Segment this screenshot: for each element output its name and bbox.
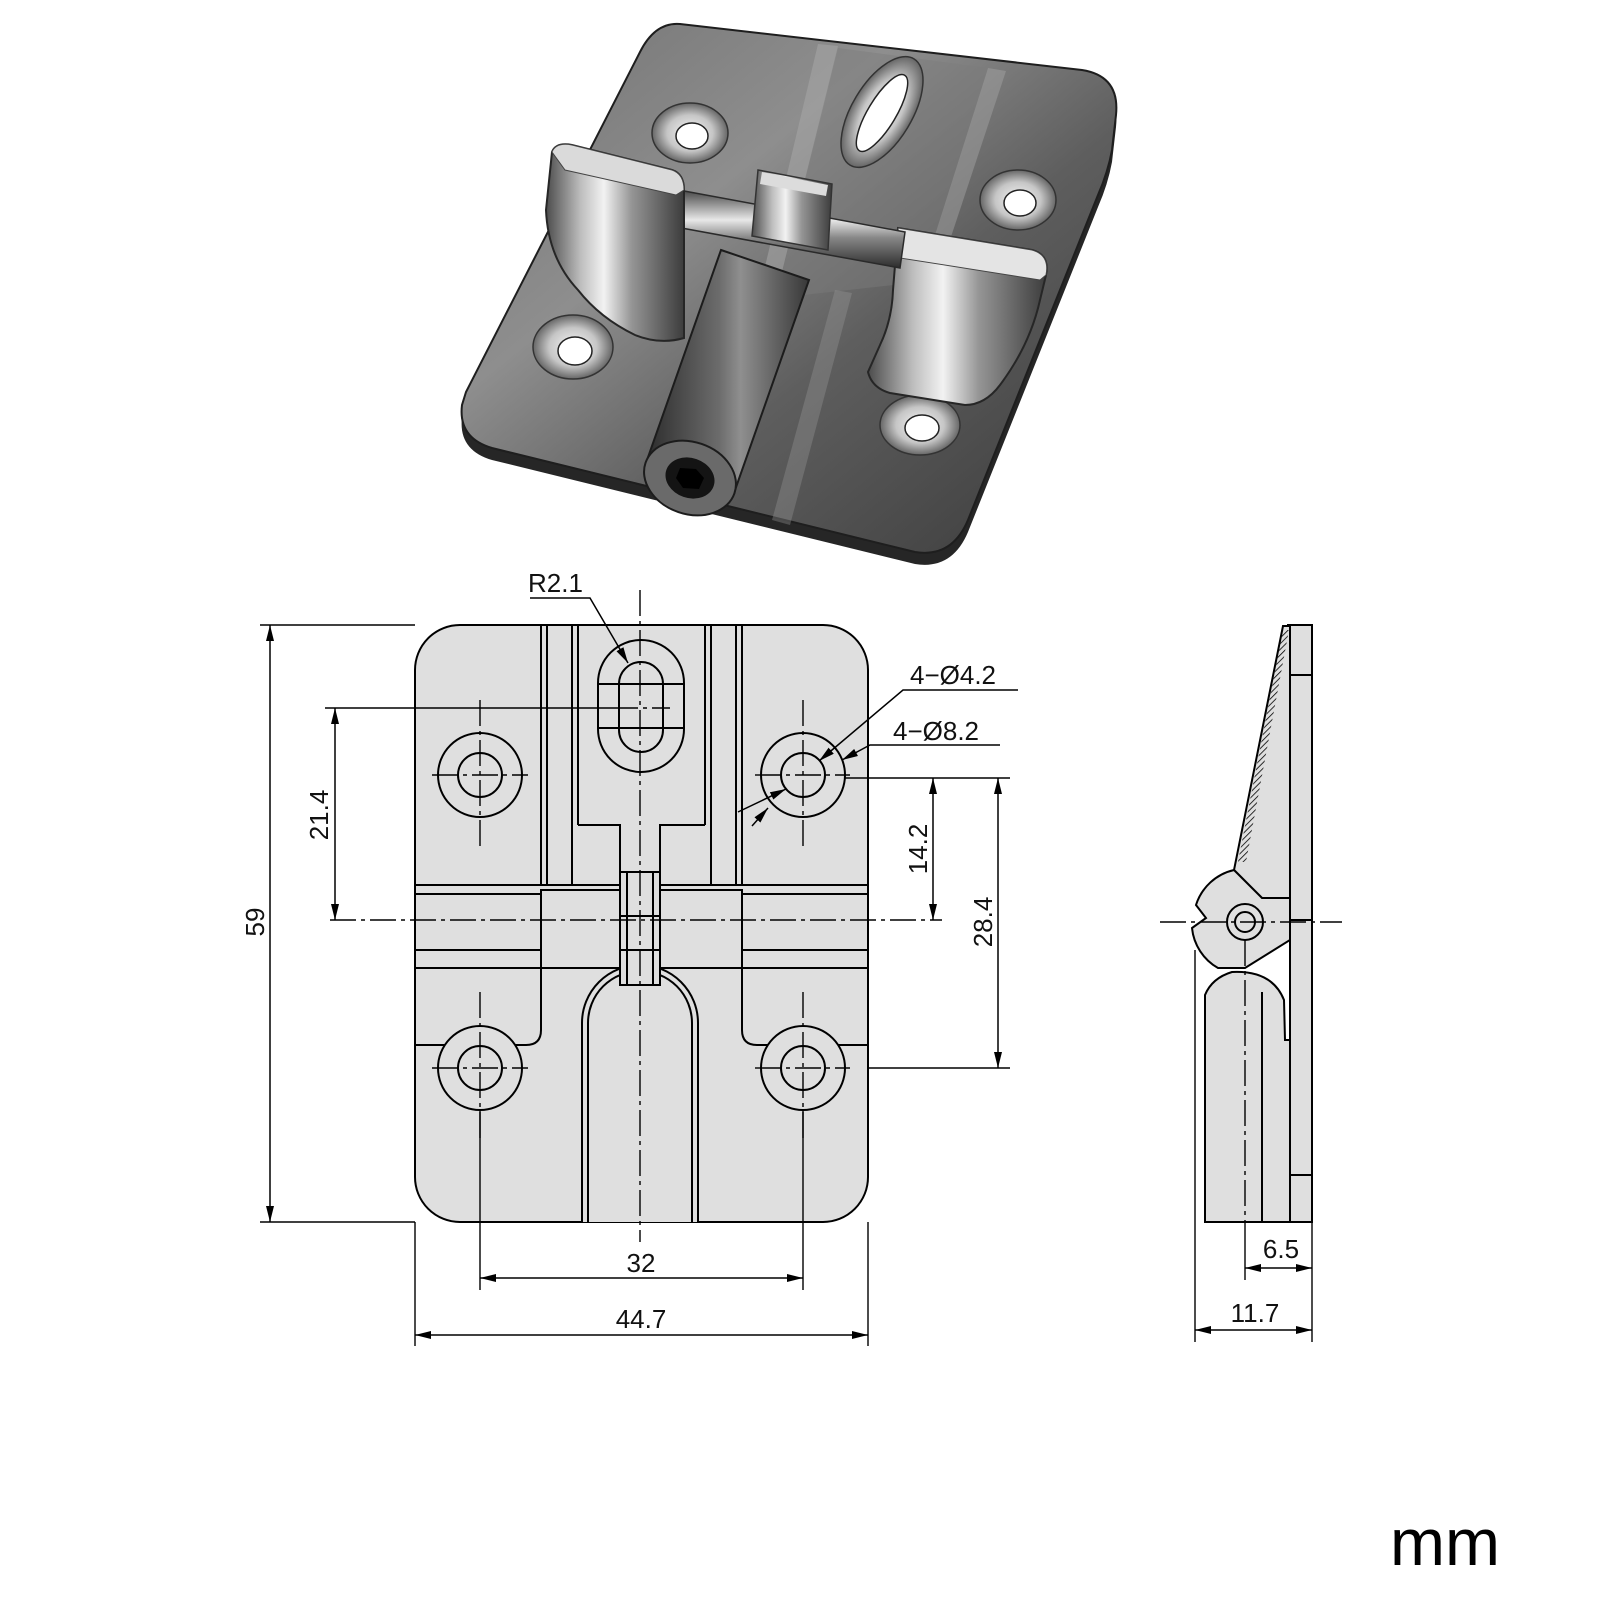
lower-leaf-profile <box>1204 970 1291 1223</box>
left-knuckle-top <box>551 143 685 196</box>
pin-collar-top <box>760 172 828 196</box>
countersunk-hole <box>651 102 729 164</box>
hex-socket-inner <box>676 468 704 489</box>
front-view <box>414 624 869 1223</box>
dim-height-label: 59 <box>240 908 270 937</box>
raised-rib-right <box>920 68 1006 285</box>
side-view-dimensions: 6.5 11.7 <box>1194 950 1313 1342</box>
dim-pin-offset-label: 6.5 <box>1263 1234 1299 1264</box>
slot-inner <box>618 661 664 753</box>
dim-width-label: 44.7 <box>616 1304 667 1334</box>
lower-recess-right <box>741 968 868 1046</box>
lower-recess-left <box>415 968 542 1046</box>
side-view-centerlines <box>1160 921 1342 1222</box>
right-knuckle-top <box>897 227 1048 281</box>
slot-outer <box>597 639 685 773</box>
dim-hole-spacing-horizontal-label: 32 <box>627 1248 656 1278</box>
slot-band <box>598 683 684 729</box>
hinge-photo <box>460 22 1118 565</box>
adjustment-slot <box>840 55 924 169</box>
units-label: mm <box>1390 1505 1500 1579</box>
dim-slot-to-axis-label: 21.4 <box>304 790 334 841</box>
dim-thickness-label: 11.7 <box>1231 1298 1280 1328</box>
countersunk-hole <box>532 314 614 380</box>
slot-radius-leader <box>530 597 629 664</box>
dim-hole-spacing-vertical-label: 28.4 <box>968 897 998 948</box>
open-leaf-hatching <box>1238 630 1289 862</box>
large-hole-leader <box>841 744 1000 761</box>
lower-rib <box>772 290 852 525</box>
rib-lines <box>540 625 743 885</box>
small-hole-leader <box>818 689 1018 762</box>
side-view <box>1190 624 1313 1223</box>
large-hole-label: 4−Ø8.2 <box>893 716 979 746</box>
countersunk-hole <box>979 169 1057 231</box>
upper-recess-bottom <box>578 824 705 872</box>
front-view-dimensions: 59 21.4 14.2 28.4 32 44.7 R2.1 4−Ø4.2 4−… <box>240 568 1018 1346</box>
small-hole-label: 4−Ø4.2 <box>910 660 996 690</box>
front-view-centerlines <box>330 590 942 1242</box>
hinge-pin-lines <box>620 872 660 985</box>
countersunk-hole <box>879 394 961 456</box>
lower-leaf-strip <box>1289 919 1313 1223</box>
upper-leaf-strip <box>1287 624 1313 923</box>
slot-radius-label: R2.1 <box>528 568 583 598</box>
dim-hole-to-axis-label: 14.2 <box>903 824 933 875</box>
